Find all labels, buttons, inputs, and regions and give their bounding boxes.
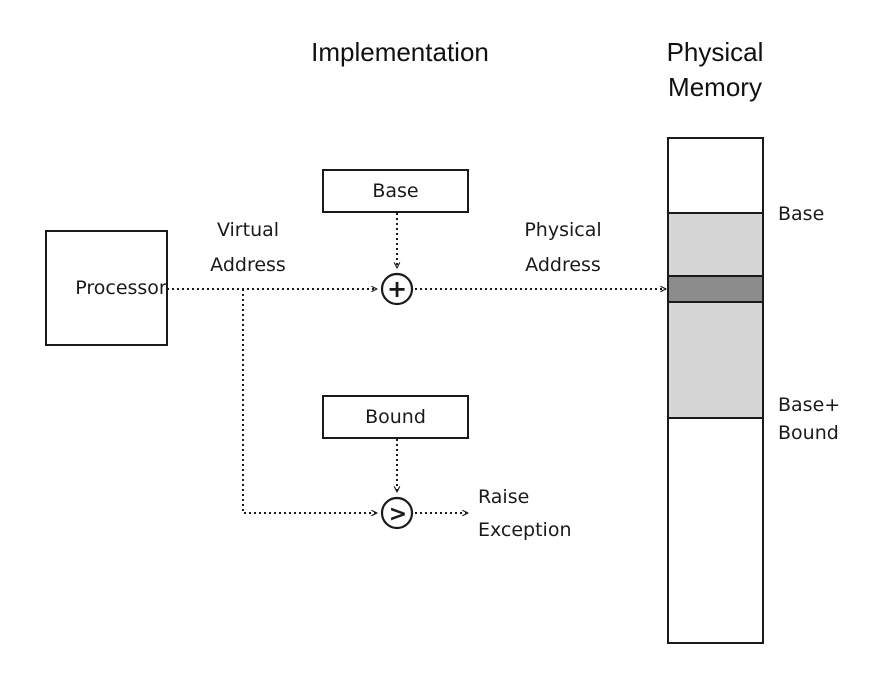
physical-memory-title-line1: Physical	[666, 37, 764, 67]
accessed-location	[667, 275, 764, 303]
bound-register-box	[322, 395, 469, 439]
physical-address-label-line1: Physical	[524, 219, 602, 241]
bound-register-label: Bound	[365, 406, 426, 428]
base-register-label: Base	[372, 180, 419, 202]
processor-label: Processor	[75, 277, 167, 299]
virtual-address-label-line2: Address	[210, 254, 286, 276]
comparator-circle	[380, 496, 414, 530]
raise-exception-label-line2: Exception	[478, 519, 572, 541]
adder-circle	[380, 272, 414, 306]
comparator-symbol: >	[389, 502, 407, 527]
memory-bound-label-line1: Base+	[778, 394, 841, 416]
memory-bound-label-line2: Bound	[778, 422, 839, 444]
adder-symbol: +	[387, 275, 407, 303]
memory-base-label: Base	[778, 203, 825, 225]
virtual-address-label-line1: Virtual	[216, 219, 280, 241]
implementation-title: Implementation	[311, 37, 489, 67]
raise-exception-label-line1: Raise	[478, 486, 530, 508]
base-register-box	[322, 169, 469, 213]
memory-segment	[667, 212, 764, 419]
physical-memory-title-line2: Memory	[668, 72, 762, 102]
processor-box	[45, 230, 168, 346]
physical-address-label-line2: Address	[525, 254, 601, 276]
